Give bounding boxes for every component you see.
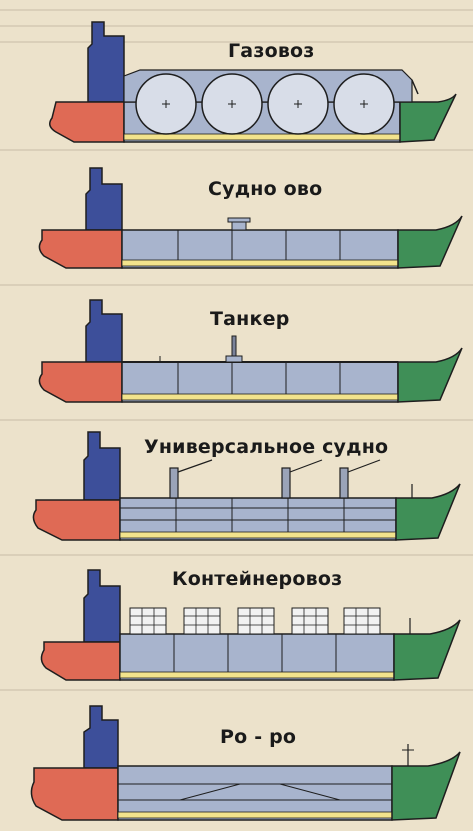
deck-hatch (231, 221, 247, 231)
ship-ro-ro: Ро - ро (0, 690, 473, 831)
ship-label-tanker: Танкер (210, 308, 290, 330)
container-ship-drawing (40, 569, 461, 681)
stern-section (40, 641, 121, 681)
bow-section (395, 483, 461, 541)
ship-container-ship: Контейнеровоз (0, 550, 473, 690)
cargo-cranes (169, 459, 381, 499)
deck-stripe (121, 259, 399, 267)
ship-tanker: Танкер (0, 280, 473, 410)
general-cargo-drawing (32, 431, 461, 541)
background-text-lines (0, 9, 473, 691)
ship-label-obo-carrier: Судно ово (208, 178, 323, 200)
superstructure (87, 21, 125, 103)
deck-stripe (119, 671, 395, 679)
cargo-hull (117, 765, 393, 821)
obo-carrier-drawing (38, 167, 463, 269)
deck-stripe (117, 811, 393, 819)
bow-section (399, 93, 457, 143)
stern-section (32, 499, 121, 541)
deck-stripe (123, 133, 401, 141)
stern-section (49, 101, 125, 143)
ship-label-container-ship: Контейнеровоз (172, 568, 343, 590)
bow-section (397, 347, 463, 403)
stern-section (38, 361, 123, 403)
ship-label-general-cargo: Универсальное судно (144, 436, 389, 458)
ship-gas-carrier: Газовоз (0, 0, 473, 150)
superstructure (83, 705, 119, 769)
stern-section (30, 767, 119, 821)
superstructure (85, 167, 123, 231)
bow-section (393, 619, 461, 681)
tanker-drawing (38, 299, 463, 403)
ship-label-ro-ro: Ро - ро (220, 726, 297, 748)
superstructure (83, 431, 121, 501)
bow-section (397, 215, 463, 269)
ship-obo-carrier: Судно ово (0, 150, 473, 280)
gas-carrier-drawing (49, 21, 457, 143)
superstructure (85, 299, 123, 363)
superstructure (83, 569, 121, 643)
bow-section (391, 751, 461, 821)
ro-ro-drawing (30, 705, 461, 821)
ship-label-gas-carrier: Газовоз (228, 40, 315, 62)
container-stacks (129, 607, 381, 635)
ship-general-cargo: Универсальное судно (0, 410, 473, 550)
stern-section (38, 229, 123, 269)
deck-stripe (119, 531, 397, 539)
deck-stripe (121, 393, 399, 401)
